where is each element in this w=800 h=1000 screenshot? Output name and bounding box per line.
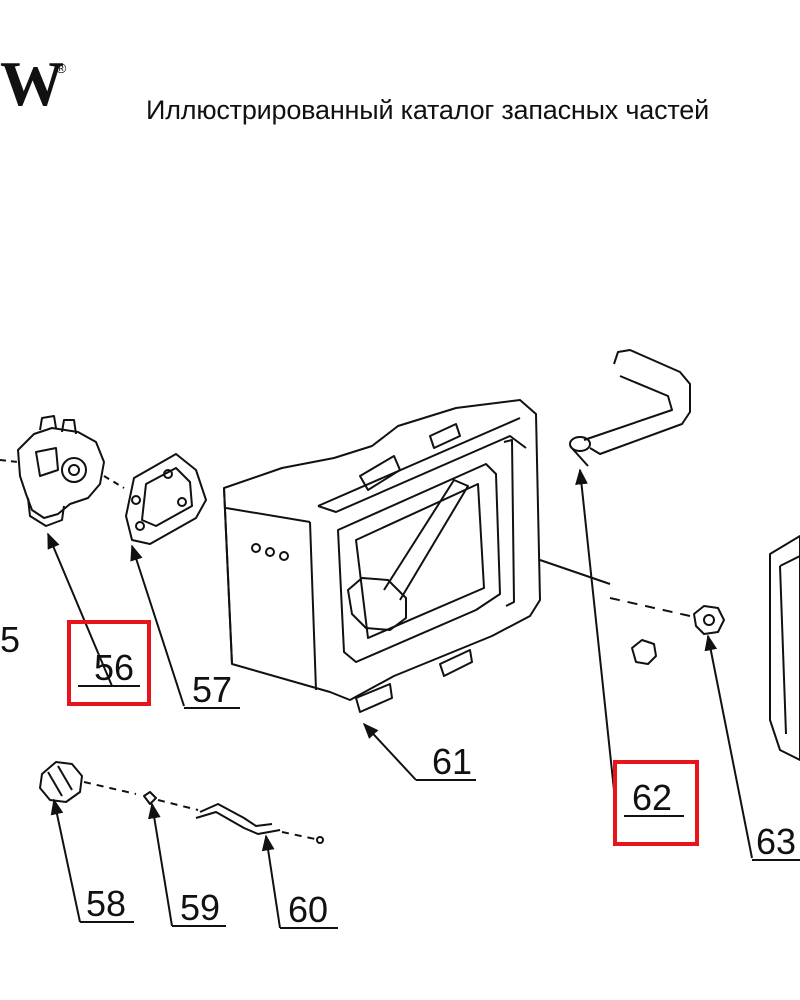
callout-56: 56 bbox=[94, 647, 134, 688]
nut-part bbox=[609, 597, 725, 665]
gasket-part bbox=[125, 453, 207, 545]
page-title: Иллюстрированный каталог запасных частей bbox=[146, 95, 709, 125]
registered-mark: ® bbox=[56, 60, 67, 76]
callout-61: 61 bbox=[432, 741, 472, 782]
callout-59: 59 bbox=[180, 887, 220, 928]
carburetor-part bbox=[0, 415, 125, 527]
callout-57: 57 bbox=[192, 669, 232, 710]
callout-58: 58 bbox=[86, 883, 126, 924]
air-filter-housing-part bbox=[223, 399, 611, 713]
callout-63: 63 bbox=[756, 821, 796, 862]
highlight-box-56 bbox=[67, 620, 151, 706]
callout-60: 60 bbox=[288, 889, 328, 930]
screw-part bbox=[143, 791, 199, 811]
brand-logo: W bbox=[0, 48, 64, 119]
knob-part bbox=[39, 761, 137, 803]
highlight-box-62 bbox=[613, 760, 699, 846]
callout-62: 62 bbox=[632, 777, 672, 818]
rod-part bbox=[195, 803, 324, 844]
callout-55: 5 bbox=[0, 619, 20, 660]
filter-element-part bbox=[769, 535, 800, 761]
breather-tube-part bbox=[569, 349, 691, 467]
